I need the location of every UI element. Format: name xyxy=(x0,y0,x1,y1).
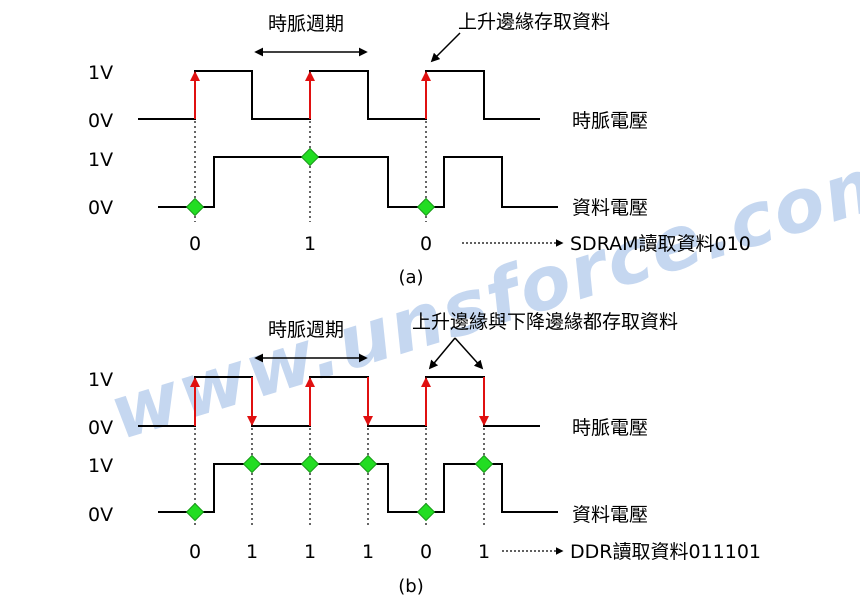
b-edge-arrows xyxy=(190,377,489,426)
a-level-low-data: 0V xyxy=(88,197,113,219)
b-level-high-clock: 1V xyxy=(88,369,113,391)
b-bit: 1 xyxy=(246,541,258,563)
a-rising-edge-arrows xyxy=(190,71,431,119)
b-cycle-label: 時脈週期 xyxy=(268,319,344,341)
b-bit: 1 xyxy=(304,541,316,563)
a-result-text: SDRAM讀取資料010 xyxy=(570,233,751,255)
b-sample-marker xyxy=(358,454,378,474)
b-bit: 0 xyxy=(420,541,432,563)
a-edge-note: 上升邊緣存取資料 xyxy=(458,11,610,33)
a-clock-waveform xyxy=(138,70,540,120)
b-sample-marker xyxy=(474,454,494,474)
diagram-a: 時脈週期 上升邊緣存取資料 1V 0V 1V 0V 時脈電壓 資料電壓 0 1 xyxy=(88,11,751,288)
b-edge-note: 上升邊緣與下降邊緣都存取資料 xyxy=(412,311,678,333)
b-bit: 1 xyxy=(478,541,490,563)
a-level-high-data: 1V xyxy=(88,149,113,171)
b-sample-guides xyxy=(194,428,485,528)
diagram-b: 時脈週期 上升邊緣與下降邊緣都存取資料 1V 0V 1V 0V xyxy=(88,311,761,597)
a-sample-markers xyxy=(185,147,436,217)
a-bit: 0 xyxy=(420,233,432,255)
b-caption: (b) xyxy=(398,576,423,597)
b-level-high-data: 1V xyxy=(88,455,113,477)
a-level-high-clock: 1V xyxy=(88,62,113,84)
b-level-low-data: 0V xyxy=(88,504,113,526)
a-cycle-label: 時脈週期 xyxy=(268,13,344,35)
b-sample-marker xyxy=(416,502,436,522)
a-bit: 0 xyxy=(189,233,201,255)
a-bit: 1 xyxy=(304,233,316,255)
a-edge-note-pointer xyxy=(430,32,461,63)
a-caption: (a) xyxy=(398,267,423,288)
a-data-label: 資料電壓 xyxy=(572,197,648,219)
a-data-waveform xyxy=(158,156,558,208)
a-sample-marker xyxy=(300,147,320,167)
a-level-low-clock: 0V xyxy=(88,110,113,132)
b-bit: 0 xyxy=(189,541,201,563)
a-sample-marker xyxy=(416,197,436,217)
b-sample-marker xyxy=(242,454,262,474)
b-clock-waveform xyxy=(138,376,540,427)
a-sample-guides xyxy=(194,121,427,222)
b-bit: 1 xyxy=(362,541,374,563)
b-result-text: DDR讀取資料011101 xyxy=(570,541,761,563)
b-edge-note-pointer xyxy=(454,337,484,370)
b-sample-marker xyxy=(185,502,205,522)
b-data-waveform xyxy=(158,463,558,513)
b-sample-markers xyxy=(185,454,494,522)
b-edge-note-pointer xyxy=(428,337,456,370)
b-clock-label: 時脈電壓 xyxy=(572,417,648,439)
a-clock-label: 時脈電壓 xyxy=(572,110,648,132)
b-level-low-clock: 0V xyxy=(88,417,113,439)
a-sample-marker xyxy=(185,197,205,217)
b-data-label: 資料電壓 xyxy=(572,504,648,526)
b-sample-marker xyxy=(300,454,320,474)
